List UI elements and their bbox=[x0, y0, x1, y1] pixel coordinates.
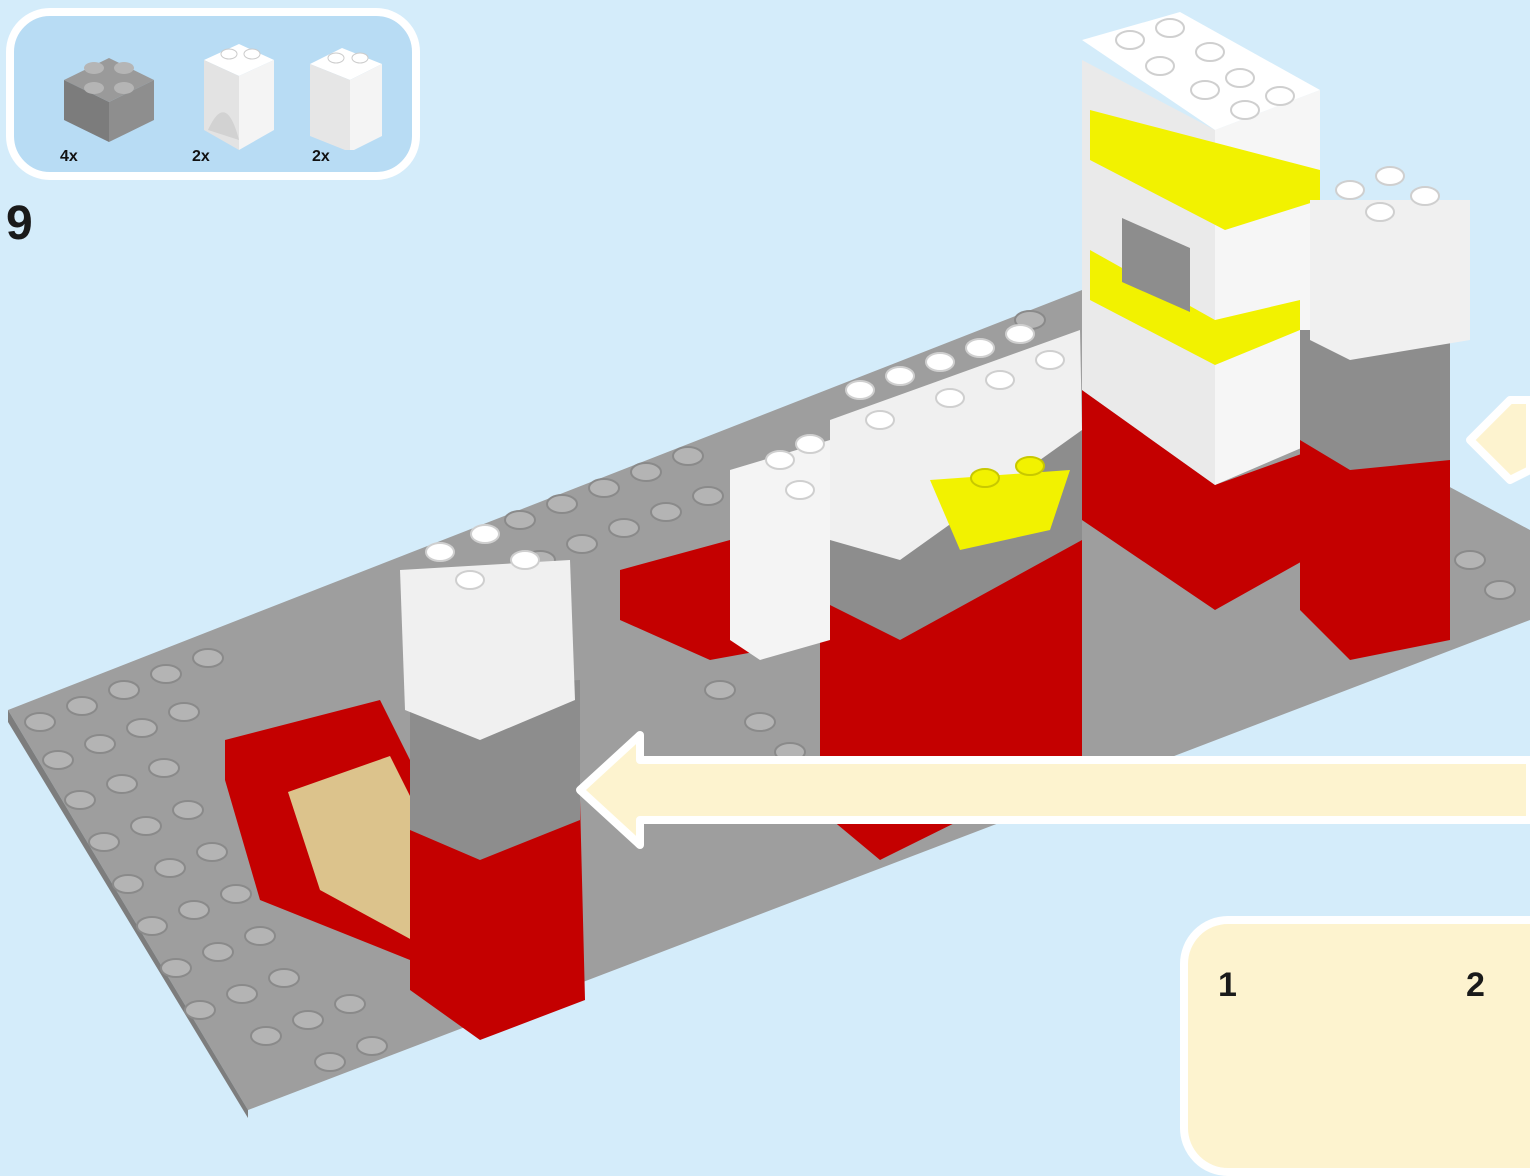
substep-label: 2 bbox=[1466, 966, 1485, 1005]
substeps-panel: 1 2 bbox=[1180, 916, 1530, 1176]
substep-label: 1 bbox=[1218, 966, 1237, 1005]
far-right-tower bbox=[1300, 167, 1470, 660]
small-arrow-icon bbox=[1470, 400, 1530, 480]
